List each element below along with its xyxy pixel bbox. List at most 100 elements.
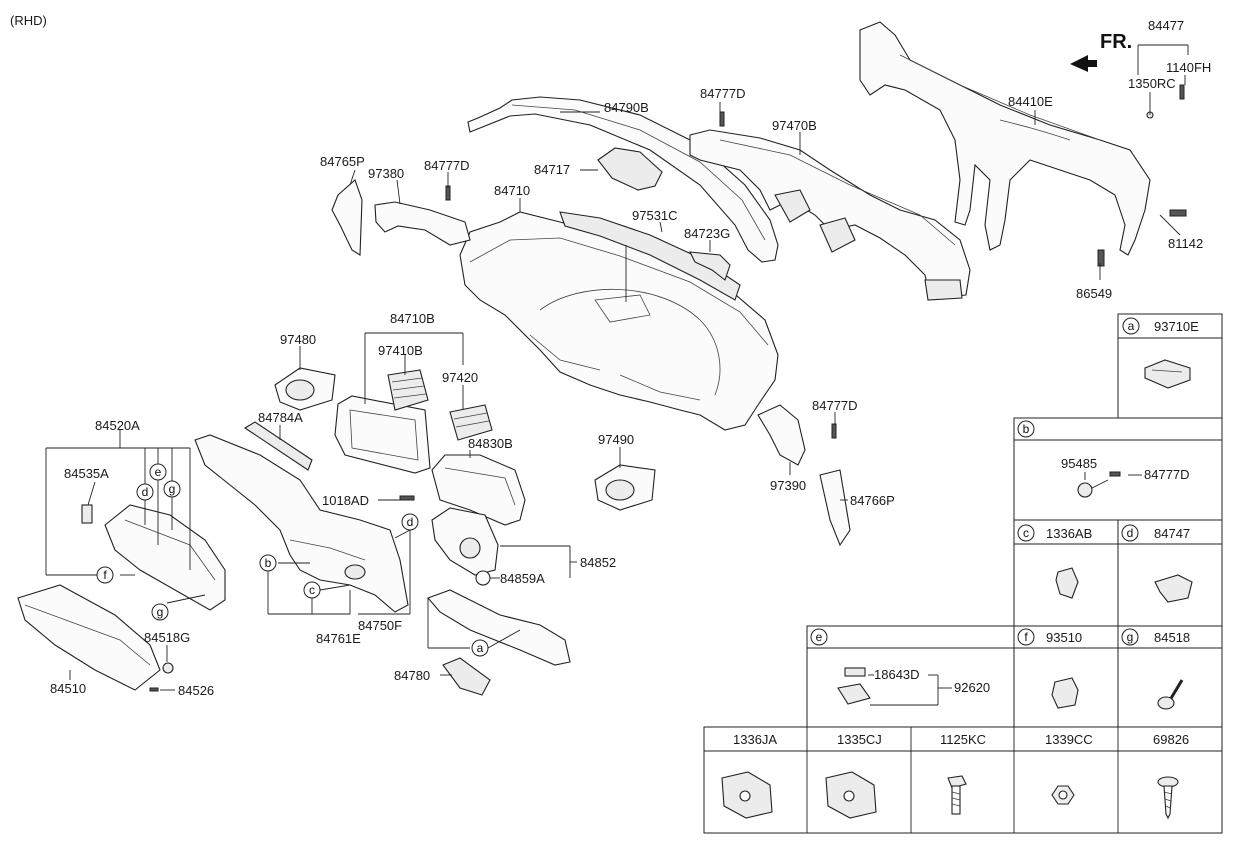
legend-c-part: 1336AB	[1046, 526, 1092, 541]
label-84830B: 84830B	[468, 436, 513, 451]
side-vent-right-drawing	[594, 464, 656, 511]
lower-panel-drawing	[427, 589, 571, 666]
callout-d-lower: d	[401, 513, 419, 531]
switch-icon	[1144, 359, 1191, 389]
label-84710: 84710	[494, 183, 530, 198]
legend-b-part1: 95485	[1061, 456, 1097, 471]
label-81142: 81142	[1168, 236, 1203, 251]
callout-b-lower: b	[259, 554, 277, 572]
label-84766P: 84766P	[850, 493, 895, 508]
svg-text:e: e	[816, 630, 823, 644]
label-84535A: 84535A	[64, 466, 109, 481]
shroud-panel-drawing	[431, 507, 499, 576]
center-vent-right-drawing	[449, 404, 493, 441]
nut-icon	[1051, 785, 1075, 805]
screw-icons	[399, 111, 837, 501]
callout-c-lower: c	[303, 581, 321, 599]
label-97410B: 97410B	[378, 343, 423, 358]
label-84723G: 84723G	[684, 226, 730, 241]
center-facia-drawing	[334, 395, 431, 474]
label-97470B: 97470B	[772, 118, 817, 133]
legend-f-part: 93510	[1046, 630, 1082, 645]
legend-g-part: 84518	[1154, 630, 1190, 645]
callout-a-lower: a	[471, 639, 489, 657]
legend-bottom-2: 1335CJ	[837, 732, 882, 747]
label-97480: 97480	[280, 332, 316, 347]
callout-d-glovebox: d	[136, 483, 154, 501]
bolt-icon	[947, 775, 967, 815]
svg-text:c: c	[1023, 526, 1029, 540]
sensor-icon	[1077, 471, 1121, 498]
bracket-drawing	[689, 251, 731, 281]
svg-text:g: g	[169, 482, 176, 496]
bumper-stop-icon	[1157, 679, 1184, 710]
label-84790B: 84790B	[604, 100, 649, 115]
crash-pad-top-cover-drawing	[467, 96, 779, 263]
label-1140FH: 1140FH	[1166, 60, 1211, 75]
svg-text:c: c	[309, 583, 315, 597]
clip-1336ja-icon	[721, 771, 773, 819]
legend-bottom-3: 1125KC	[940, 732, 986, 747]
legend-a-part: 93710E	[1154, 319, 1199, 334]
side-duct-left-drawing	[374, 201, 471, 246]
label-97390: 97390	[770, 478, 806, 493]
svg-text:f: f	[1024, 630, 1028, 644]
side-cover-right-drawing	[819, 469, 851, 547]
leader-lines	[45, 44, 1189, 691]
label-84784A: 84784A	[258, 410, 303, 425]
callout-e-glovebox: e	[149, 463, 167, 481]
cluster-housing-drawing	[431, 454, 526, 526]
cowl-cross-bar-drawing	[859, 21, 1187, 267]
svg-text:g: g	[1127, 630, 1134, 644]
label-86549: 86549	[1076, 286, 1112, 301]
rhd-label: (RHD)	[10, 13, 47, 28]
svg-text:b: b	[265, 556, 272, 570]
glove-box-housing-drawing	[81, 504, 226, 611]
callout-markers: d e g f g b c d a	[96, 463, 489, 657]
label-97380: 97380	[368, 166, 404, 181]
clip-1335cj-icon	[825, 771, 877, 819]
side-duct-right-drawing	[757, 404, 806, 466]
connector-icon	[1051, 677, 1079, 709]
svg-text:d: d	[407, 515, 414, 529]
legend-e-part1: 18643D	[874, 667, 920, 682]
svg-text:g: g	[157, 605, 164, 619]
center-vent-left-drawing	[387, 369, 429, 411]
label-84852: 84852	[580, 555, 616, 570]
label-84410E: 84410E	[1008, 94, 1053, 109]
clip-icon	[1055, 567, 1079, 599]
label-84510: 84510	[50, 681, 86, 696]
label-84777D-top: 84777D	[700, 86, 746, 101]
front-arrow-icon	[1070, 55, 1097, 72]
label-97490: 97490	[598, 432, 634, 447]
label-84765P: 84765P	[320, 154, 365, 169]
label-1350RC: 1350RC	[1128, 76, 1176, 91]
side-vent-left-drawing	[274, 367, 336, 411]
glove-box-drawing	[17, 584, 174, 692]
legend-bottom-1: 1336JA	[733, 732, 777, 747]
front-marker-label: FR.	[1100, 31, 1132, 53]
legend-e-part2: 92620	[954, 680, 990, 695]
callout-g-glovebox: g	[163, 480, 181, 498]
bulb-icon	[844, 667, 866, 677]
cover-drawing	[442, 657, 491, 696]
legend-bottom-5: 69826	[1153, 732, 1189, 747]
label-84477: 84477	[1148, 18, 1184, 33]
label-97420: 97420	[442, 370, 478, 385]
svg-text:e: e	[155, 465, 162, 479]
lamp-housing-icon	[837, 683, 871, 705]
screw-69826-icon	[1157, 776, 1179, 820]
label-84780: 84780	[394, 668, 430, 683]
part-labels: 84790B 84777D 97470B 84477 1140FH 1350RC…	[50, 18, 1211, 698]
label-84717: 84717	[534, 162, 570, 177]
legend-bottom-4: 1339CC	[1045, 732, 1093, 747]
legend-d-part: 84747	[1154, 526, 1190, 541]
heater-duct-drawing	[689, 129, 971, 301]
svg-text:d: d	[1127, 526, 1134, 540]
svg-text:d: d	[142, 485, 149, 499]
svg-text:b: b	[1023, 422, 1030, 436]
svg-text:f: f	[103, 568, 107, 582]
fastener-clip-icon	[1154, 574, 1193, 603]
lower-crash-pad-drawing	[194, 434, 409, 613]
